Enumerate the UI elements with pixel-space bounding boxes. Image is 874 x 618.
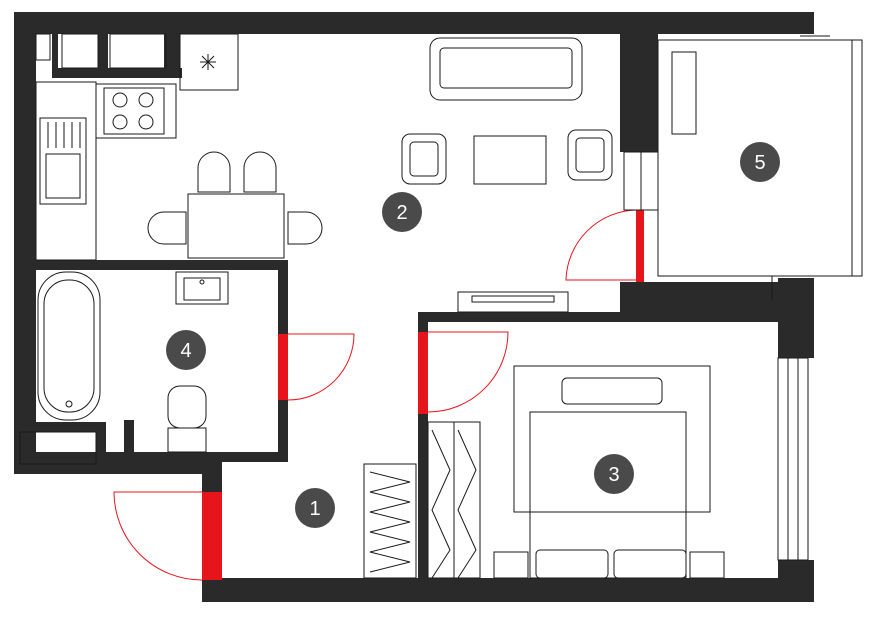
kitchen-counter: [35, 81, 97, 261]
burner-icon: [138, 114, 154, 130]
room-3-label: 3: [608, 464, 619, 486]
living-set: [401, 37, 613, 313]
wall-bedroom-left: [418, 414, 428, 584]
bathroom: [19, 271, 229, 465]
door-swings: [113, 209, 637, 581]
dining-table: [187, 193, 285, 259]
armchair: [567, 129, 613, 181]
coffee-table: [473, 135, 547, 185]
wall-cabinet-base: [52, 68, 182, 78]
bathtub: [37, 271, 101, 421]
burner-icon: [138, 92, 154, 108]
bath-door-opening: [278, 334, 288, 400]
tv: [471, 295, 555, 303]
burner-icon: [112, 114, 128, 130]
wall-right-bottom: [778, 560, 814, 602]
nightstand: [689, 551, 725, 579]
chair: [197, 151, 231, 193]
wall-balcony-lower: [620, 282, 778, 312]
bedroom-furniture: [493, 365, 725, 579]
balcony-door-swing: [565, 209, 637, 281]
balcony-door-opening: [636, 210, 644, 282]
bed: [529, 411, 687, 579]
wall-column: [98, 34, 108, 78]
entry-door-swing: [113, 491, 203, 581]
rug: [513, 365, 711, 513]
wall-bedroom-left-top: [418, 312, 428, 332]
wall-column-2: [164, 34, 180, 78]
wall-balcony-upper: [620, 34, 658, 152]
balcony: [623, 35, 863, 300]
washbasin: [175, 271, 229, 305]
wardrobes: [363, 421, 481, 579]
wall-left: [14, 12, 36, 474]
room-5-badge: 5: [740, 142, 780, 182]
wall-bath-right-upper: [278, 260, 288, 334]
sofa: [429, 37, 583, 101]
chair: [243, 151, 277, 193]
entry-door-opening: [202, 492, 222, 580]
shelf: [19, 431, 97, 465]
wall-shelf-side: [96, 422, 106, 470]
chair: [147, 211, 187, 245]
nightstand: [493, 551, 529, 579]
bath-door-swing: [287, 333, 355, 401]
room-2-badge: 2: [382, 192, 422, 232]
fridge: [179, 33, 239, 91]
wall-bedroom-top: [418, 312, 778, 322]
wall-bath-bottom: [100, 452, 288, 462]
kitchen: [35, 33, 239, 261]
room-2-label: 2: [396, 202, 407, 224]
bedroom-window: [777, 357, 809, 561]
burner-icon: [112, 92, 128, 108]
wall-bath-right-lower: [278, 400, 288, 462]
snowflake-icon: [200, 54, 216, 70]
wardrobe-hall: [363, 463, 417, 579]
wall-bath-top: [36, 260, 288, 270]
cooktop: [95, 83, 177, 139]
chair: [287, 211, 323, 245]
room-1-label: 1: [309, 498, 320, 520]
door-openings: [202, 210, 644, 580]
balcony-bench: [671, 51, 697, 135]
wall-bottom: [202, 578, 814, 602]
room-5-label: 5: [754, 152, 765, 174]
headboard-pillow: [561, 377, 663, 405]
wall-stub: [124, 420, 134, 452]
wall-shelf-top: [20, 422, 100, 432]
bedroom-door-opening: [418, 332, 428, 414]
wall-top: [14, 12, 814, 34]
room-1-badge: 1: [295, 488, 335, 528]
sink: [39, 117, 87, 205]
bedroom-door-swing: [427, 331, 509, 413]
room-4-label: 4: [180, 340, 191, 362]
pillow: [535, 549, 609, 579]
tv-stand: [457, 291, 569, 313]
drain-icon: [65, 400, 73, 408]
walls: [14, 12, 814, 602]
wall-notch: [52, 34, 58, 74]
wall-right-mid: [778, 278, 814, 358]
armchair: [401, 133, 447, 185]
toilet: [167, 385, 207, 429]
room-3-badge: 3: [594, 454, 634, 494]
dining-set: [147, 151, 323, 259]
room-4-badge: 4: [166, 330, 206, 370]
pillow: [613, 549, 687, 579]
